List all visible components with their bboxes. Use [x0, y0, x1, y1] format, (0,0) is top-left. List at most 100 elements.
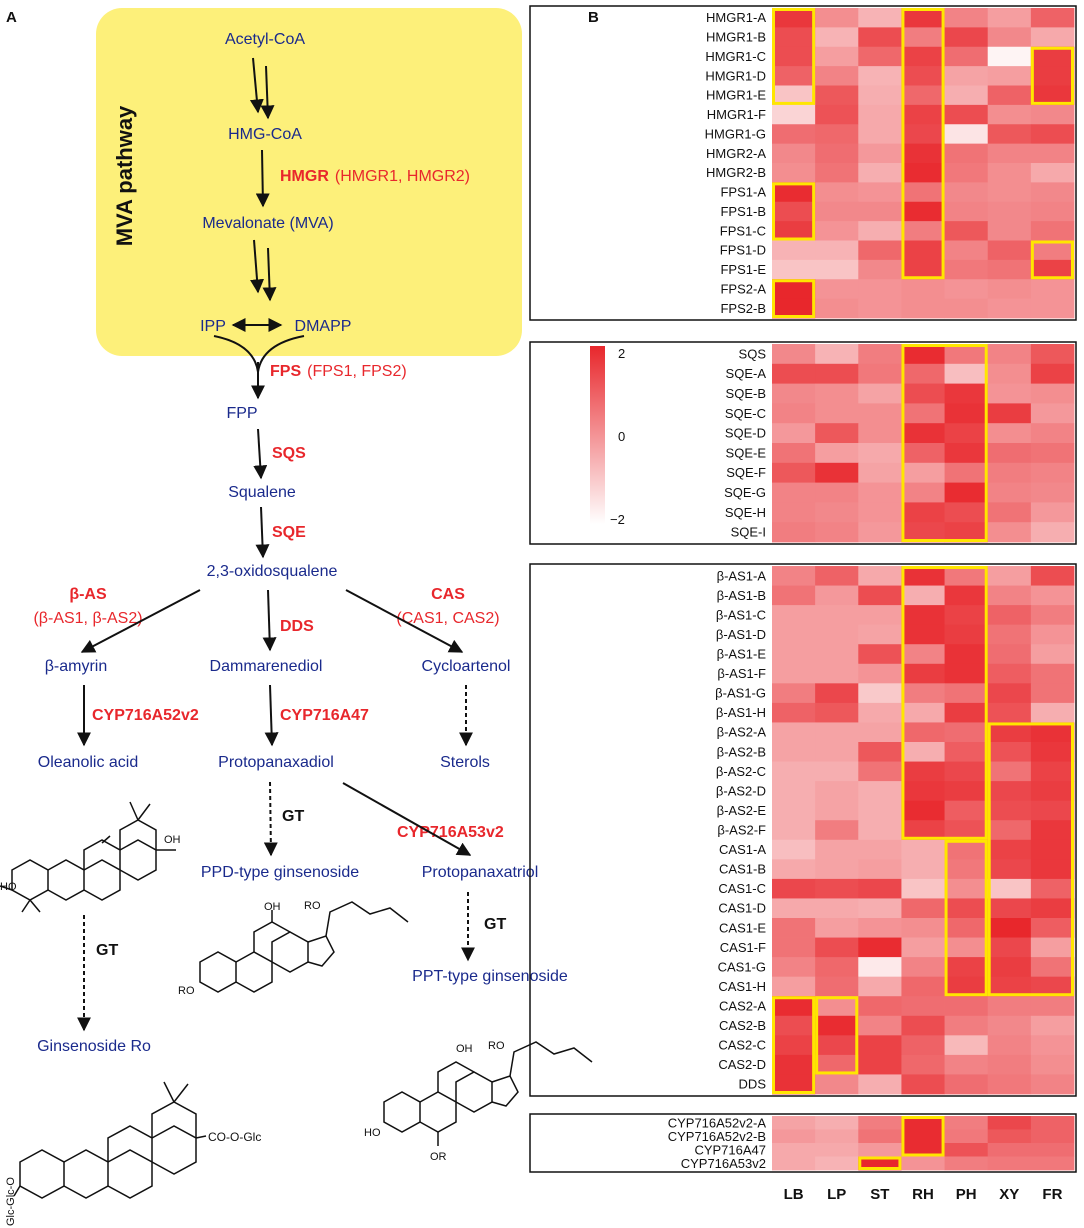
heatmap-cell [858, 403, 902, 424]
heatmap-cell [772, 918, 816, 938]
heatmap-cell [858, 462, 902, 483]
heatmap-cell [815, 859, 859, 880]
heatmap-cell [1030, 85, 1075, 106]
heatmap-row-label: SQE-A [726, 366, 767, 381]
arrow-cyp53 [342, 782, 472, 856]
heatmap-cell [987, 742, 1032, 762]
heatmap-cell [858, 1035, 902, 1056]
heatmap-cell [815, 363, 859, 384]
heatmap-group-frame [529, 341, 1077, 545]
heatmap-cell [901, 996, 945, 1017]
colorbar [590, 346, 605, 524]
heatmap-cell [772, 1116, 816, 1130]
enzyme-sqe: SQE [272, 524, 306, 541]
heatmap-cell [858, 279, 902, 300]
heatmap-cell [944, 1156, 989, 1171]
enzyme-dds: DDS [280, 618, 314, 635]
heatmap-cell [772, 201, 816, 222]
heatmap-cell [901, 240, 945, 261]
heatmap-cell [858, 240, 902, 261]
heatmap-cell [858, 182, 902, 203]
heatmap-cell [944, 1129, 989, 1144]
structure-oleanolic-acid [0, 801, 176, 913]
heatmap-cell [772, 462, 816, 483]
heatmap-cell [901, 1074, 945, 1095]
heatmap-cell [1030, 1015, 1075, 1036]
heatmap-cell [901, 85, 945, 106]
heatmap-cell [901, 383, 945, 404]
heatmap-cell [1030, 1054, 1075, 1075]
heatmap-row-label: FPS2-A [720, 281, 766, 296]
metabolite-hmg-coa: HMG-CoA [228, 126, 302, 143]
heatmap-cell [987, 918, 1032, 938]
heatmap-cell [815, 918, 859, 938]
heatmap-cell [858, 104, 902, 125]
heatmap-cell [858, 742, 902, 762]
heatmap-cell [1030, 1035, 1075, 1056]
heatmap-cell [858, 585, 902, 606]
heatmap-cell [1030, 46, 1075, 67]
heatmap-row-label: CAS1-A [719, 842, 766, 857]
heatmap-cell [1030, 722, 1075, 743]
heatmap-cell [1030, 383, 1075, 404]
heatmap-cell [772, 502, 816, 523]
heatmap-cell [1030, 996, 1075, 1017]
heatmap-cell [815, 722, 859, 743]
heatmap-cell [901, 898, 945, 919]
heatmap-cell [772, 878, 816, 899]
heatmap-cell [815, 1129, 859, 1144]
heatmap-cell [1030, 482, 1075, 503]
heatmap-cell [901, 124, 945, 145]
enzyme-cyp716a52v2: CYP716A52v2 [92, 707, 199, 724]
heatmap-cell [858, 800, 902, 821]
heatmap-cell [1030, 683, 1075, 704]
heatmap-cell [901, 742, 945, 762]
heatmap-row-label: FPS2-B [720, 301, 766, 316]
heatmap-cell [815, 937, 859, 958]
highlight-box [1030, 46, 1074, 105]
heatmap-cell [944, 502, 989, 523]
heatmap-row-label: β-AS1-A [717, 568, 767, 583]
heatmap-cell [987, 104, 1032, 125]
heatmap-cell [901, 918, 945, 938]
heatmap-cell [772, 143, 816, 164]
heatmap-cell [772, 761, 816, 782]
heatmap-cell [815, 201, 859, 222]
heatmap-cell [944, 344, 989, 365]
heatmap-cell [944, 201, 989, 222]
heatmap-cell [987, 957, 1032, 978]
heatmap-cell [815, 957, 859, 978]
heatmap-cell [944, 624, 989, 645]
heatmap-cell [815, 644, 859, 665]
heatmap-cell [1030, 702, 1075, 723]
heatmap-cell [858, 722, 902, 743]
heatmap-cell [987, 143, 1032, 164]
heatmap-cell [772, 566, 816, 586]
heatmap-cell [858, 605, 902, 626]
heatmap-cell [987, 522, 1032, 543]
heatmap-cell [772, 163, 816, 183]
heatmap-cell [1030, 502, 1075, 523]
heatmap-cell [772, 85, 816, 106]
heatmap-cell [987, 761, 1032, 782]
heatmap-cell [815, 383, 859, 404]
heatmap-cell [944, 221, 989, 241]
heatmap-row-label: β-AS1-D [716, 627, 766, 642]
heatmap-cell [1030, 1143, 1075, 1157]
heatmap-cell [987, 781, 1032, 802]
heatmap-cell [944, 240, 989, 261]
heatmap-cell [772, 1143, 816, 1157]
label-or-ppt: OR [430, 1151, 447, 1163]
heatmap-cell [901, 683, 945, 704]
heatmap-cell [987, 482, 1032, 503]
heatmap-cell [858, 839, 902, 860]
heatmap-cell [1030, 124, 1075, 145]
heatmap-cell [901, 1129, 945, 1144]
heatmap-row-label: β-AS1-H [716, 705, 766, 720]
heatmap-cell [858, 66, 902, 86]
heatmap-cell [815, 976, 859, 997]
heatmap-cell [987, 839, 1032, 860]
label-ro-ppd-c3: RO [178, 985, 195, 997]
heatmap-cell [1030, 918, 1075, 938]
heatmap-cell [987, 124, 1032, 145]
